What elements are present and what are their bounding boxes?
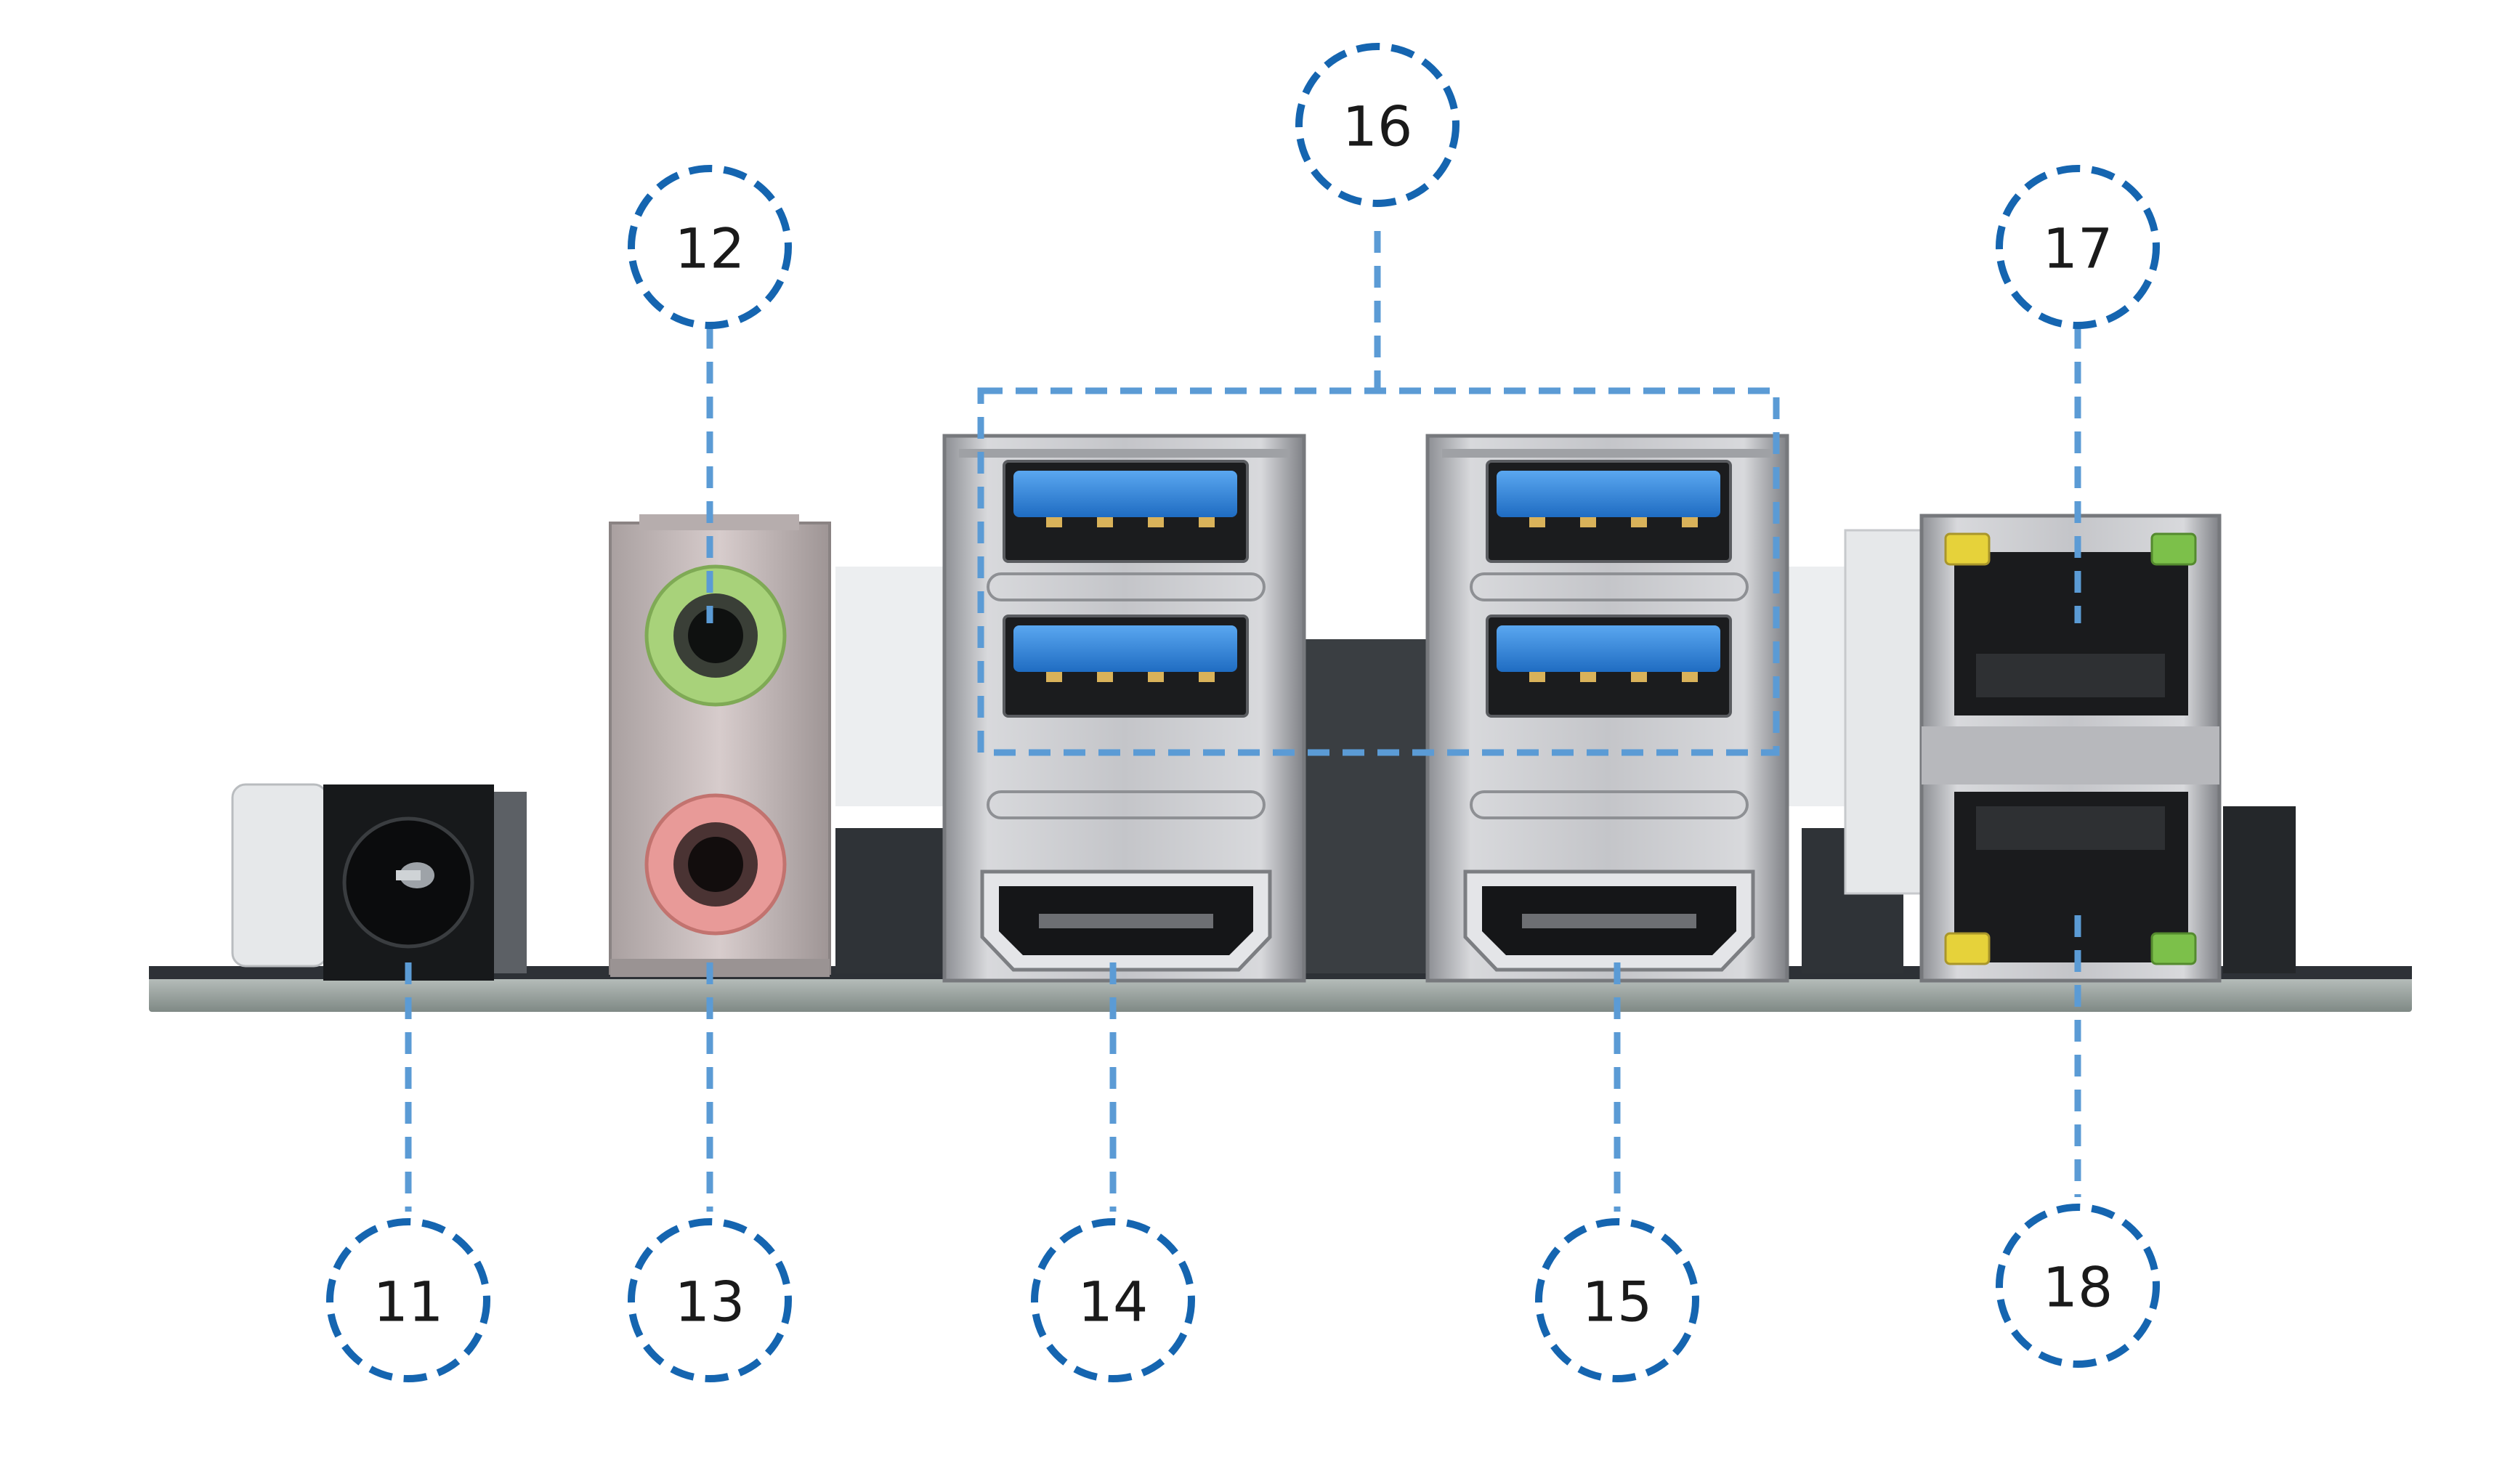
callout-circle-12 [628,165,792,329]
callout-label-12: 12 [675,216,745,281]
audio-mic-in [644,793,787,936]
callout-circle-11 [326,1218,490,1382]
callout-circle-18 [1996,1204,2160,1368]
callout-label-11: 11 [373,1270,444,1334]
rj45-block [1919,514,2222,983]
callout-label-16: 16 [1343,94,1413,159]
usb-port [1486,615,1732,718]
io-cage-right [1425,434,1789,983]
hdmi-port-left [980,869,1272,972]
callout-label-18: 18 [2043,1255,2113,1320]
audio-jack-block [609,514,831,977]
callout-circle-16 [1295,43,1460,207]
rj45-port-top [1944,532,2197,715]
led [2150,532,2197,566]
led [1944,932,1991,965]
callout-label-17: 17 [2043,216,2113,281]
callout-circle-14 [1031,1218,1195,1382]
led [1944,532,1991,566]
callout-label-15: 15 [1582,1270,1653,1334]
io-cage-left [942,434,1306,983]
callout-label-14: 14 [1078,1270,1149,1334]
led [2150,932,2197,965]
bracket-16 [977,387,1780,756]
callout-labels: 11 12 13 14 15 16 17 18 [373,94,2113,1334]
rj45-port-bottom [1944,792,2197,965]
dc-power-jack [323,784,527,981]
callout-circle-15 [1535,1218,1699,1382]
usb-port [1486,460,1732,563]
leader-lines [405,231,2081,1212]
hdmi-port-right [1463,869,1755,972]
callout-circle-17 [1996,165,2160,329]
audio-line-out [644,564,787,707]
callout-circle-13 [628,1218,792,1382]
usb-port [1003,460,1249,563]
callout-label-13: 13 [675,1270,745,1334]
callouts [326,43,2160,1382]
usb-port [1003,615,1249,718]
